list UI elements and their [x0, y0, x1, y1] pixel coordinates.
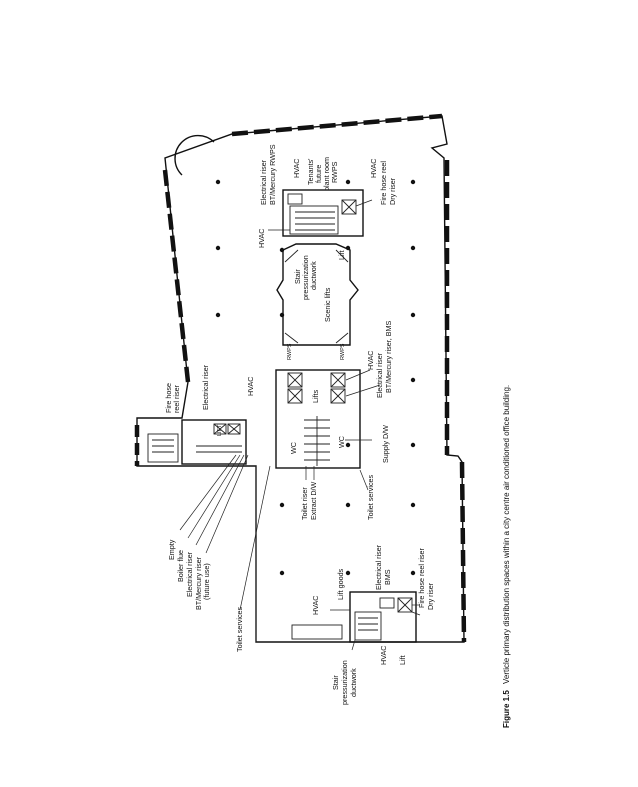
bottom-stair-label-2: pressurization: [340, 660, 349, 705]
centre-lifts-label: Lifts: [311, 389, 320, 403]
toilet-riser-label: Toilet riser: [300, 487, 309, 520]
column: [279, 502, 285, 508]
centre-core: [275, 369, 361, 469]
atrium-stair-label-3: ductwork: [309, 261, 318, 290]
column: [345, 179, 351, 185]
column: [279, 570, 285, 576]
atrium-stair-label-1: Stair: [293, 269, 302, 284]
top-hvac-right-label: HVAC: [369, 159, 378, 178]
wc-label-2: WC: [337, 436, 346, 448]
column: [410, 377, 416, 383]
centre-hvac-left-label: HVAC: [246, 377, 255, 396]
left-bt-mercury-label-2: (future use): [202, 563, 211, 600]
left-stair-block: [147, 419, 247, 465]
boiler-flue-label: Boiler flue: [176, 550, 185, 582]
left-toilet-services-label: Toilet services: [235, 606, 244, 652]
bottom-stair-label-3: ductwork: [349, 668, 358, 697]
caption-label: Figure 1.5: [502, 690, 511, 728]
column: [410, 502, 416, 508]
column: [215, 179, 221, 185]
column: [410, 442, 416, 448]
centre-bt-mercury-bms-label: BT/Mercury riser, BMS: [384, 321, 393, 393]
corner-bay-curve: [174, 134, 215, 176]
bottom-lift-label: Lift: [398, 655, 407, 665]
tenants-label-3: plant room: [322, 157, 331, 191]
column: [410, 570, 416, 576]
caption-text: Verticle primary distribution spaces wit…: [502, 385, 511, 684]
top-fire-hose-label: Fire hose reel: [379, 161, 388, 205]
left-electrical-riser-label: Electrical riser: [185, 551, 194, 597]
top-hvac-label: HVAC: [292, 159, 301, 178]
centre-electrical-riser-label: Electrical riser: [201, 364, 210, 410]
tenants-label-4: RWPS: [330, 161, 339, 183]
top-electrical-riser-label: Electrical riser: [259, 159, 268, 205]
supply-dw-label: Supply D/W: [381, 425, 390, 463]
column: [410, 245, 416, 251]
leader-lines: [179, 199, 421, 651]
atrium-rwps-right-label: RWPS: [340, 343, 346, 360]
column: [215, 312, 221, 318]
bottom-fire-hose-label: Fire hose reel riser: [417, 547, 426, 608]
bottom-core: [291, 591, 417, 643]
top-hvac-left-label: HVAC: [257, 229, 266, 248]
empty-label: Empty: [167, 539, 176, 560]
top-dry-riser-label: Dry riser: [388, 177, 397, 205]
left-bt-mercury-label-1: BT/Mercury riser: [194, 556, 203, 610]
centre-electrical-riser-right-label: Electrical riser: [375, 352, 384, 398]
centre-hvac-right-label: HVAC: [366, 351, 375, 370]
bms-label: BMS: [383, 569, 392, 585]
tenants-label-1: Tenants': [306, 158, 315, 185]
bottom-dry-riser-label: Dry riser: [426, 582, 435, 610]
top-core: [282, 189, 364, 237]
column: [345, 570, 351, 576]
bottom-stair-label-1: Stair: [331, 675, 340, 690]
atrium: [276, 243, 359, 346]
lift-goods-label: Lift goods: [336, 568, 345, 600]
structural-columns: [215, 179, 416, 576]
top-bt-mercury-label: BT/Mercury RWPS: [268, 144, 277, 205]
top-lift-label: Lift: [337, 250, 346, 260]
tenants-label-2: future: [314, 165, 323, 183]
column: [410, 312, 416, 318]
atrium-stair-label-2: pressurization: [301, 255, 310, 300]
bottom-electrical-riser-label: Electrical riser: [374, 544, 383, 590]
fire-hose-reel-riser-label-1: Fire hose: [164, 383, 173, 413]
bottom-hvac-top-label: HVAC: [311, 596, 320, 615]
small-lift-label: LIFT: [217, 424, 223, 436]
column: [345, 502, 351, 508]
building-outline: [134, 113, 467, 643]
scenic-lifts-label: Scenic lifts: [323, 287, 332, 322]
column: [215, 245, 221, 251]
atrium-rwps-left-label: RWPS: [287, 343, 293, 360]
centre-toilet-services-label: Toilet services: [366, 474, 375, 520]
wc-label-1: WC: [289, 442, 298, 454]
bottom-hvac-bottom-label: HVAC: [379, 646, 388, 665]
extract-dw-label: Extract D/W: [309, 481, 318, 520]
column: [345, 442, 351, 448]
column: [410, 179, 416, 185]
fire-hose-reel-riser-label-2: reel riser: [172, 384, 181, 413]
